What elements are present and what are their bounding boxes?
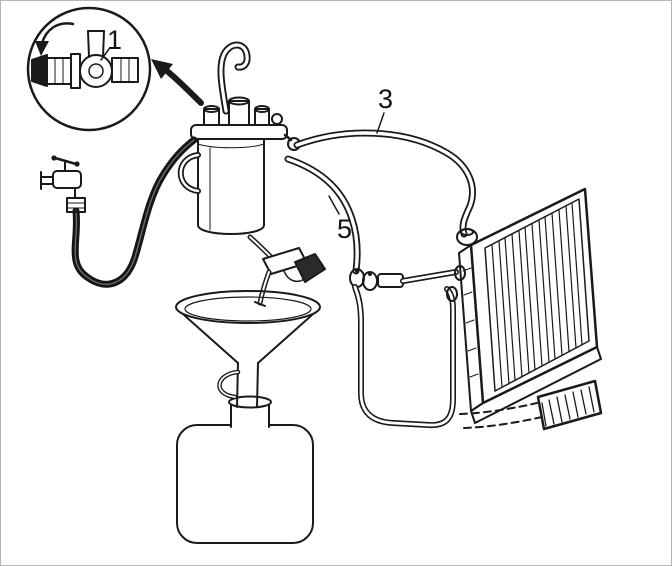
- drain-container: [176, 395, 314, 544]
- flush-tank: [177, 138, 265, 235]
- label-leaders: [328, 112, 385, 215]
- bypass-loop-hose: [352, 284, 456, 429]
- radiator-fins: [491, 202, 583, 388]
- cooler-hatched-box: [536, 379, 603, 431]
- upper-hose-3: [293, 129, 476, 238]
- radiator-lower-tank: [470, 346, 602, 424]
- cooler-dashed-lines: [459, 402, 543, 429]
- label-5: 5: [337, 214, 352, 244]
- water-tap: [40, 155, 86, 213]
- flush-valve-icon: [31, 30, 139, 89]
- supply-hose: [71, 136, 198, 288]
- gun-grip: [294, 253, 326, 283]
- gooseneck-tube: [217, 41, 251, 115]
- funnel: [175, 290, 321, 408]
- valve-detail-callout: [26, 6, 152, 132]
- label-1: 1: [107, 25, 122, 55]
- flush-tank-cap: [190, 96, 301, 151]
- control-gun: [247, 234, 326, 307]
- label-3: 3: [378, 84, 393, 114]
- callout-pointer-arrow-icon: [151, 59, 204, 106]
- radiator: [446, 187, 602, 424]
- lower-hose-5: [284, 155, 361, 275]
- radiator-cap-icon: [456, 228, 478, 246]
- rotation-arrow-icon: [35, 22, 75, 56]
- radiator-inlet-hose: [400, 269, 459, 284]
